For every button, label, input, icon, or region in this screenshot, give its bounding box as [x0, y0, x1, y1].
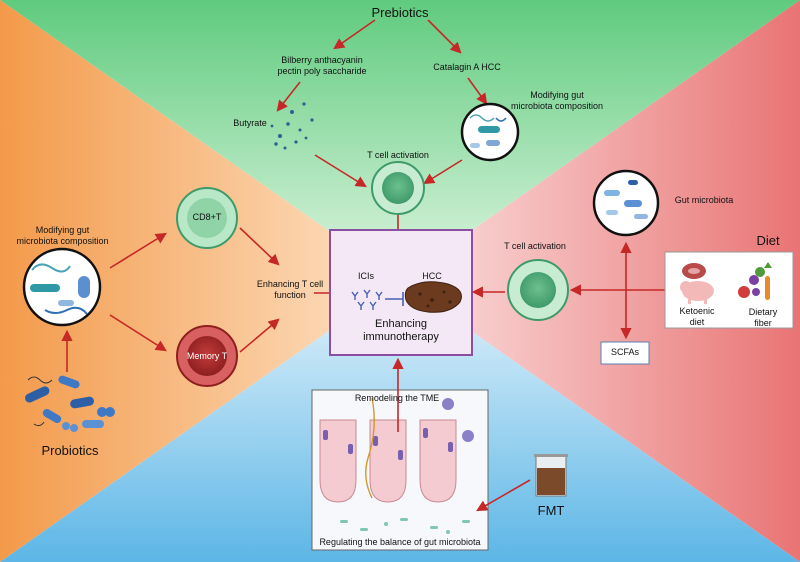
microbiota-circle-left — [22, 247, 102, 327]
cd8-cell — [176, 187, 238, 249]
butyrate-particles — [270, 102, 314, 150]
t-cell-activation-label-right: T cell activation — [504, 241, 566, 251]
modifying-label-top: Modifying gut microbiota composition — [510, 90, 604, 111]
fmt-title: FMT — [537, 503, 565, 518]
bilberry-label: Bilberry anthacyanin pectin poly sacchar… — [277, 55, 367, 76]
scfas-label: SCFAs — [610, 347, 639, 357]
arrow-microbiota-to-cd8 — [109, 232, 167, 269]
prebiotics-title: Prebiotics — [371, 5, 429, 20]
modifying-label-left: Modifying gut microbiota composition — [16, 225, 109, 246]
arrow-prebiotics-to-catalagin — [427, 19, 462, 54]
inhibition-mark — [385, 292, 404, 306]
probiotics-title: Probiotics — [41, 443, 99, 458]
diet-title: Diet — [756, 233, 780, 248]
prebiotics-region — [0, 0, 800, 281]
ketoenic-diet-label: Ketoenic diet — [679, 306, 715, 327]
t-cell-activation-label-top: T cell activation — [367, 150, 429, 160]
arrow-cd8-to-enhancing — [239, 227, 280, 266]
dietary-fiber-label: Dietary fiber — [748, 307, 778, 328]
ketoenic-diet-icon — [680, 263, 714, 304]
arrow-butyrate-to-tcell — [314, 154, 367, 188]
liver-texture — [418, 290, 452, 308]
cd8-label: CD8+T — [192, 212, 222, 222]
memory-t-label: Memory T — [186, 351, 228, 361]
icis-label: ICIs — [357, 271, 374, 281]
microbiota-circle-top — [460, 102, 520, 162]
liver-icon — [404, 281, 462, 313]
probiotic-bacteria — [25, 375, 115, 432]
intestinal-villi — [319, 419, 457, 503]
nerve-fiber — [365, 397, 375, 499]
arrow-catalagin-to-microbiota — [467, 77, 488, 105]
memory-t-cell — [176, 325, 238, 387]
enhancing-t-cell-label: Enhancing T cell function — [256, 279, 324, 300]
catalagin-label: Catalagin A HCC — [433, 62, 501, 72]
gut-microbiota-label: Gut microbiota — [674, 195, 734, 205]
hcc-label: HCC — [422, 271, 442, 281]
t-cell-right — [507, 259, 569, 321]
ici-antibodies — [351, 289, 383, 310]
butyrate-label: Butyrate — [233, 118, 267, 128]
lumen-microbes — [340, 518, 470, 534]
regulating-balance-label: Regulating the balance of gut microbiota — [319, 537, 481, 547]
immune-cell-tme — [442, 398, 474, 442]
arrow-memory-to-enhancing — [239, 318, 280, 353]
diet-region — [400, 0, 800, 562]
enhancing-immunotherapy-title: Enhancing immunotherapy — [363, 318, 439, 343]
microbiota-circle-right — [592, 169, 660, 237]
arrow-bilberry-to-butyrate — [276, 81, 301, 112]
dietary-fiber-icon — [738, 262, 772, 300]
villi-cells — [323, 428, 453, 460]
fmt-beaker-icon — [534, 454, 568, 497]
t-cell-top — [371, 161, 425, 215]
arrow-microbiota-to-memory — [109, 314, 167, 352]
scfas-box — [600, 341, 650, 365]
remodeling-tme-label: Remodeling the TME — [354, 393, 440, 403]
arrow-prebiotics-to-bilberry — [333, 19, 376, 50]
arrow-microbiota-to-tcell — [423, 159, 463, 185]
arrow-fmt-to-gut — [476, 479, 531, 512]
